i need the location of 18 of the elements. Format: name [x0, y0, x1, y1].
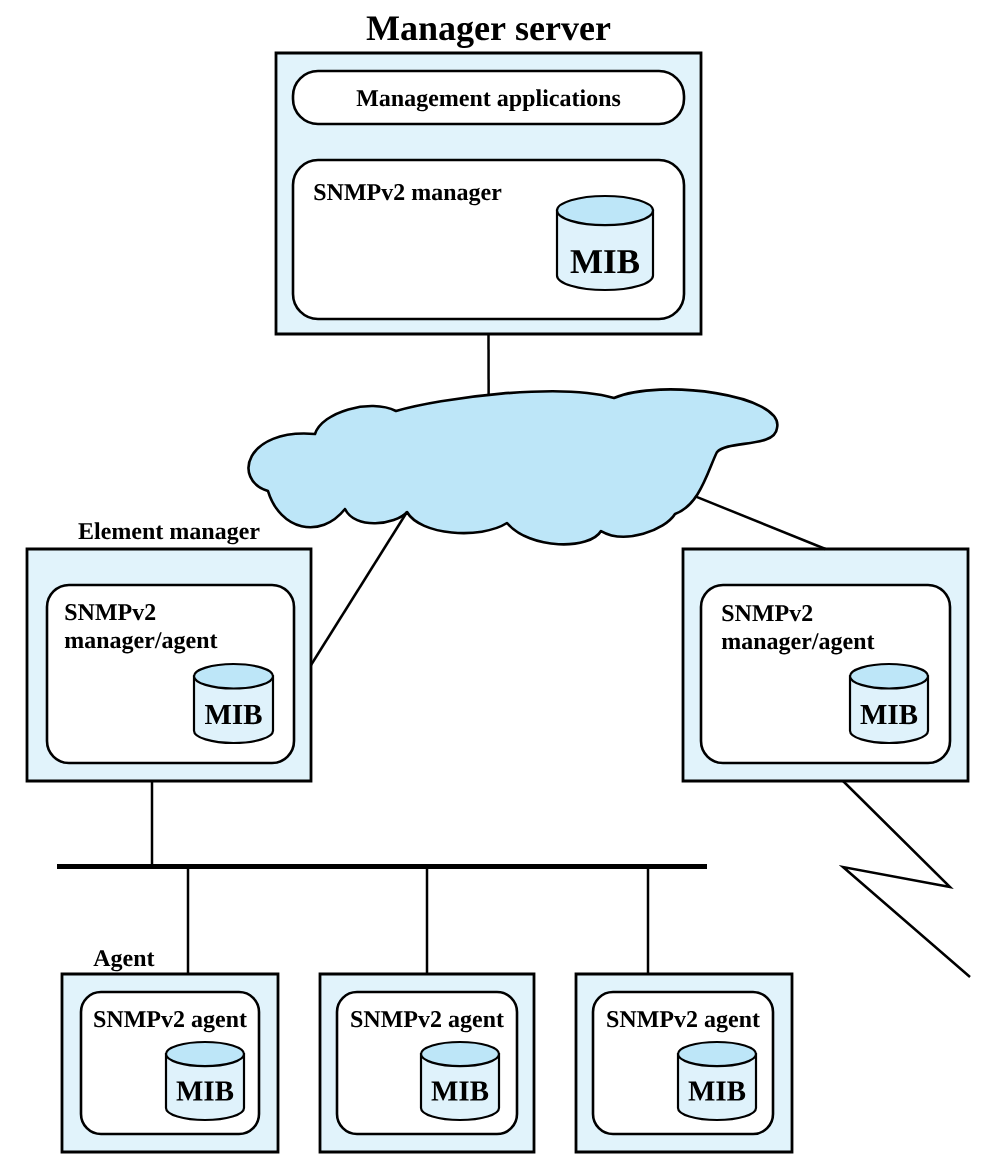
connection-line	[425, 869, 429, 974]
box-heading: Element manager	[78, 522, 260, 545]
connection-line	[646, 869, 650, 974]
database-cylinder: MIB	[676, 1040, 758, 1122]
connection-line	[695, 495, 826, 551]
box-heading: Manager server	[366, 16, 611, 48]
wireless-link	[838, 780, 971, 978]
database-cylinder: MIB	[419, 1040, 501, 1122]
connection-line	[150, 781, 154, 864]
database-cylinder: MIB	[555, 194, 655, 292]
module-box: Management applications	[291, 69, 686, 126]
database-cylinder: MIB	[164, 1040, 246, 1122]
database-cylinder: MIB	[848, 662, 930, 745]
connection-line	[186, 869, 190, 974]
connection-line	[487, 334, 490, 395]
database-cylinder: MIB	[192, 662, 275, 745]
connection-line	[309, 511, 409, 666]
box-heading: Agent	[93, 950, 155, 972]
